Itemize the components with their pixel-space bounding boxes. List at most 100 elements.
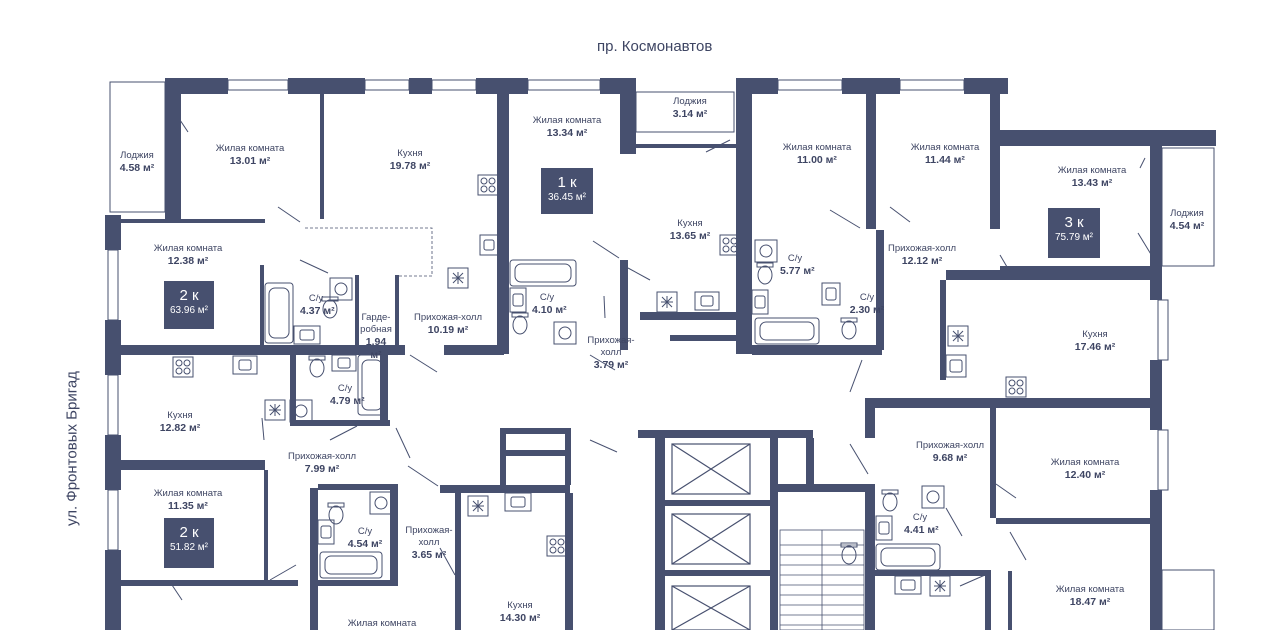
room-name: Жилая комната: [1050, 457, 1120, 468]
room-area: 4.58 м²: [119, 161, 155, 174]
room-area: 13.65 м²: [669, 229, 711, 242]
room-name: Жилая комната: [1057, 165, 1127, 176]
room-name: Жилая комната: [215, 143, 285, 154]
apartment-type: 1 к: [557, 174, 577, 191]
room-area: 7.99 м²: [304, 462, 340, 475]
room-name: Прихожая- холл: [587, 335, 635, 358]
apartment-type: 3 к: [1064, 214, 1084, 231]
room-area: 14.30 м²: [499, 611, 541, 624]
apartment-badge[interactable]: 2 к 51.82 м²: [164, 518, 214, 568]
street-left-label: ул. Фронтовых Бригад: [63, 371, 81, 526]
room-area: 3.65 м²: [411, 548, 447, 561]
street-top-label: пр. Космонавтов: [597, 38, 713, 55]
room-area: 13.01 м²: [229, 154, 271, 167]
apartment-area: 51.82 м²: [169, 542, 208, 553]
room-area: 4.10 м²: [532, 303, 567, 316]
room-name: С/у: [337, 383, 353, 394]
room-area: 5.77 м²: [780, 264, 815, 277]
room-name: Прихожая-холл: [916, 440, 984, 451]
apartment-area: 75.79 м²: [1054, 232, 1093, 243]
apartment-badge[interactable]: 1 к 36.45 м²: [541, 168, 593, 214]
room-name: Жилая комната: [153, 488, 223, 499]
apartment-area: 63.96 м²: [169, 305, 208, 316]
room-area: 3.79 м²: [593, 358, 629, 371]
room-area: 11.00 м²: [797, 153, 837, 166]
apartment-badge[interactable]: 3 к 75.79 м²: [1048, 208, 1100, 258]
room-area: 2.30 м²: [849, 303, 885, 316]
door-swings: [171, 107, 1153, 601]
room-name: Кухня: [397, 148, 423, 159]
elevator-shafts: [671, 443, 751, 630]
room-area: 4.41 м²: [904, 523, 939, 536]
room-area: 12.38 м²: [167, 254, 209, 267]
room-name: Лоджия: [673, 96, 707, 107]
apartment-badge[interactable]: 2 к 63.96 м²: [164, 281, 214, 329]
room-area: 4.54 м²: [347, 537, 383, 550]
room-area: 19.78 м²: [389, 159, 431, 172]
room-name: Кухня: [507, 600, 533, 611]
room-area: 11.35 м²: [168, 499, 208, 512]
room-name: Лоджия: [120, 150, 154, 161]
room-name: Жилая комната: [782, 142, 852, 153]
room-name: Жилая комната: [153, 243, 223, 254]
room-area: 12.40 м²: [1064, 468, 1106, 481]
room-area: 12.12 м²: [901, 254, 943, 267]
stairs: [779, 529, 865, 630]
room-name: С/у: [308, 293, 324, 304]
room-area: 13.34 м²: [546, 126, 588, 139]
room-name: С/у: [859, 292, 875, 303]
room-name: Прихожая- холл: [405, 525, 453, 548]
room-area: 3.14 м²: [672, 107, 708, 120]
room-name: С/у: [357, 526, 373, 537]
room-area: 11.44 м²: [925, 153, 965, 166]
apartment-area: 36.45 м²: [547, 192, 586, 203]
fixtures: [172, 174, 1027, 597]
room-name: Жилая комната: [347, 618, 417, 629]
room-area: 17.46 м²: [1074, 340, 1116, 353]
room-label: Жилая комната: [332, 618, 432, 630]
room-name: С/у: [539, 292, 555, 303]
room-area: 4.37 м²: [300, 304, 335, 317]
room-name: Кухня: [1082, 329, 1108, 340]
room-area: 10.19 м²: [427, 323, 469, 336]
room-area: 13.43 м²: [1071, 176, 1113, 189]
room-name: Жилая комната: [1055, 584, 1125, 595]
room-name: С/у: [912, 512, 928, 523]
room-name: Жилая комната: [532, 115, 602, 126]
room-name: Кухня: [677, 218, 703, 229]
room-area: 18.47 м²: [1069, 595, 1111, 608]
room-area: 4.79 м²: [330, 394, 365, 407]
room-area: 4.54 м²: [1169, 219, 1205, 232]
room-name: Прихожая-холл: [888, 243, 956, 254]
apartment-type: 2 к: [179, 524, 199, 541]
